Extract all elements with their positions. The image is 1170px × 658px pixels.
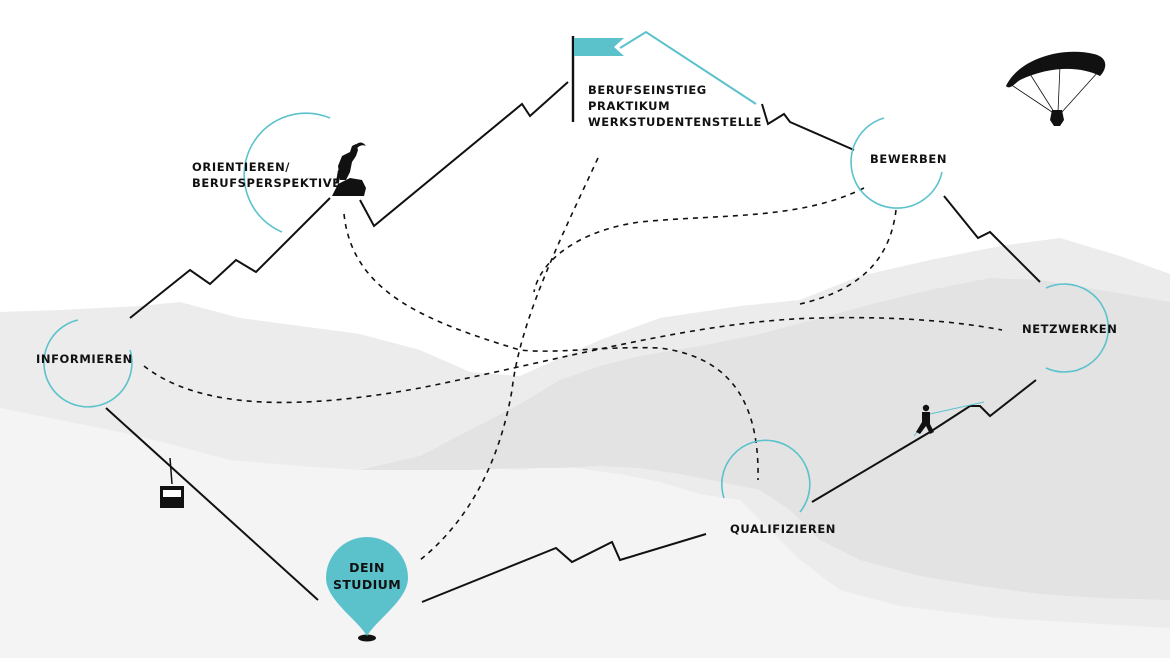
node-orientieren-label-line2: BERUFSPERSPEKTIVE (192, 176, 341, 190)
ridge-bewerben-to-netzwerken (943, 195, 1041, 283)
node-netzwerken[interactable]: NETZWERKEN (1022, 322, 1117, 336)
circle-orientieren (243, 112, 331, 233)
node-informieren[interactable]: INFORMIEREN (36, 352, 133, 366)
node-orientieren-label-line1: ORIENTIEREN/ (192, 160, 290, 174)
circle-bewerben (850, 117, 943, 209)
node-berufseinstieg-label-line2: PRAKTIKUM (588, 99, 670, 113)
paraglider-icon (1006, 51, 1106, 126)
node-qualifizieren[interactable]: QUALIFIZIEREN (730, 522, 836, 536)
background-mountains (0, 238, 1170, 658)
summit-flag-icon (571, 36, 624, 122)
mountain-range-light (0, 408, 1170, 658)
summit-snow-line (619, 30, 757, 105)
circle-qualifizieren (721, 439, 811, 513)
dashed-flag-studium (419, 157, 599, 561)
gondola-icon (160, 457, 184, 508)
mountain-range-front (360, 278, 1170, 600)
node-bewerben-label: BEWERBEN (870, 152, 947, 166)
ridge-studium-to-informieren (105, 407, 319, 601)
ridge-orientieren-to-flag (359, 81, 569, 228)
node-bewerben[interactable]: BEWERBEN (870, 152, 947, 166)
dashed-bewerben-down (799, 209, 897, 305)
ridge-netzwerken-to-qualifizieren (811, 379, 1037, 503)
node-dein-studium-label-line2: STUDIUM (333, 577, 401, 592)
node-berufseinstieg-label-line3: WERKSTUDENTENSTELLE (588, 115, 762, 129)
dashed-orientieren-qualifizieren (343, 213, 759, 481)
ridge-path (105, 81, 1041, 603)
ridge-informieren-to-orientieren (129, 197, 331, 319)
dashed-bewerben-center (533, 187, 865, 293)
node-circles (43, 112, 1110, 513)
node-dein-studium[interactable]: DEIN STUDIUM (326, 537, 408, 642)
location-pin-icon (326, 537, 408, 642)
climber-icon (913, 401, 985, 437)
node-berufseinstieg-label-line1: BERUFSEINSTIEG (588, 83, 707, 97)
node-dein-studium-label-line1: DEIN (349, 560, 385, 575)
ridge-qualifizieren-to-studium (421, 533, 707, 603)
circle-informieren (43, 319, 133, 408)
dashed-informieren-netzwerken (143, 316, 1003, 404)
node-informieren-label: INFORMIEREN (36, 352, 133, 366)
dashed-connections (143, 157, 1003, 561)
node-berufseinstieg[interactable]: BERUFSEINSTIEG PRAKTIKUM WERKSTUDENTENST… (588, 83, 762, 129)
ridge-flag-to-bewerben (761, 103, 855, 151)
node-orientieren[interactable]: ORIENTIEREN/ BERUFSPERSPEKTIVE (192, 160, 341, 190)
ibex-icon (332, 142, 366, 196)
node-qualifizieren-label: QUALIFIZIEREN (730, 522, 836, 536)
node-netzwerken-label: NETZWERKEN (1022, 322, 1117, 336)
circle-netzwerken (1045, 283, 1110, 373)
